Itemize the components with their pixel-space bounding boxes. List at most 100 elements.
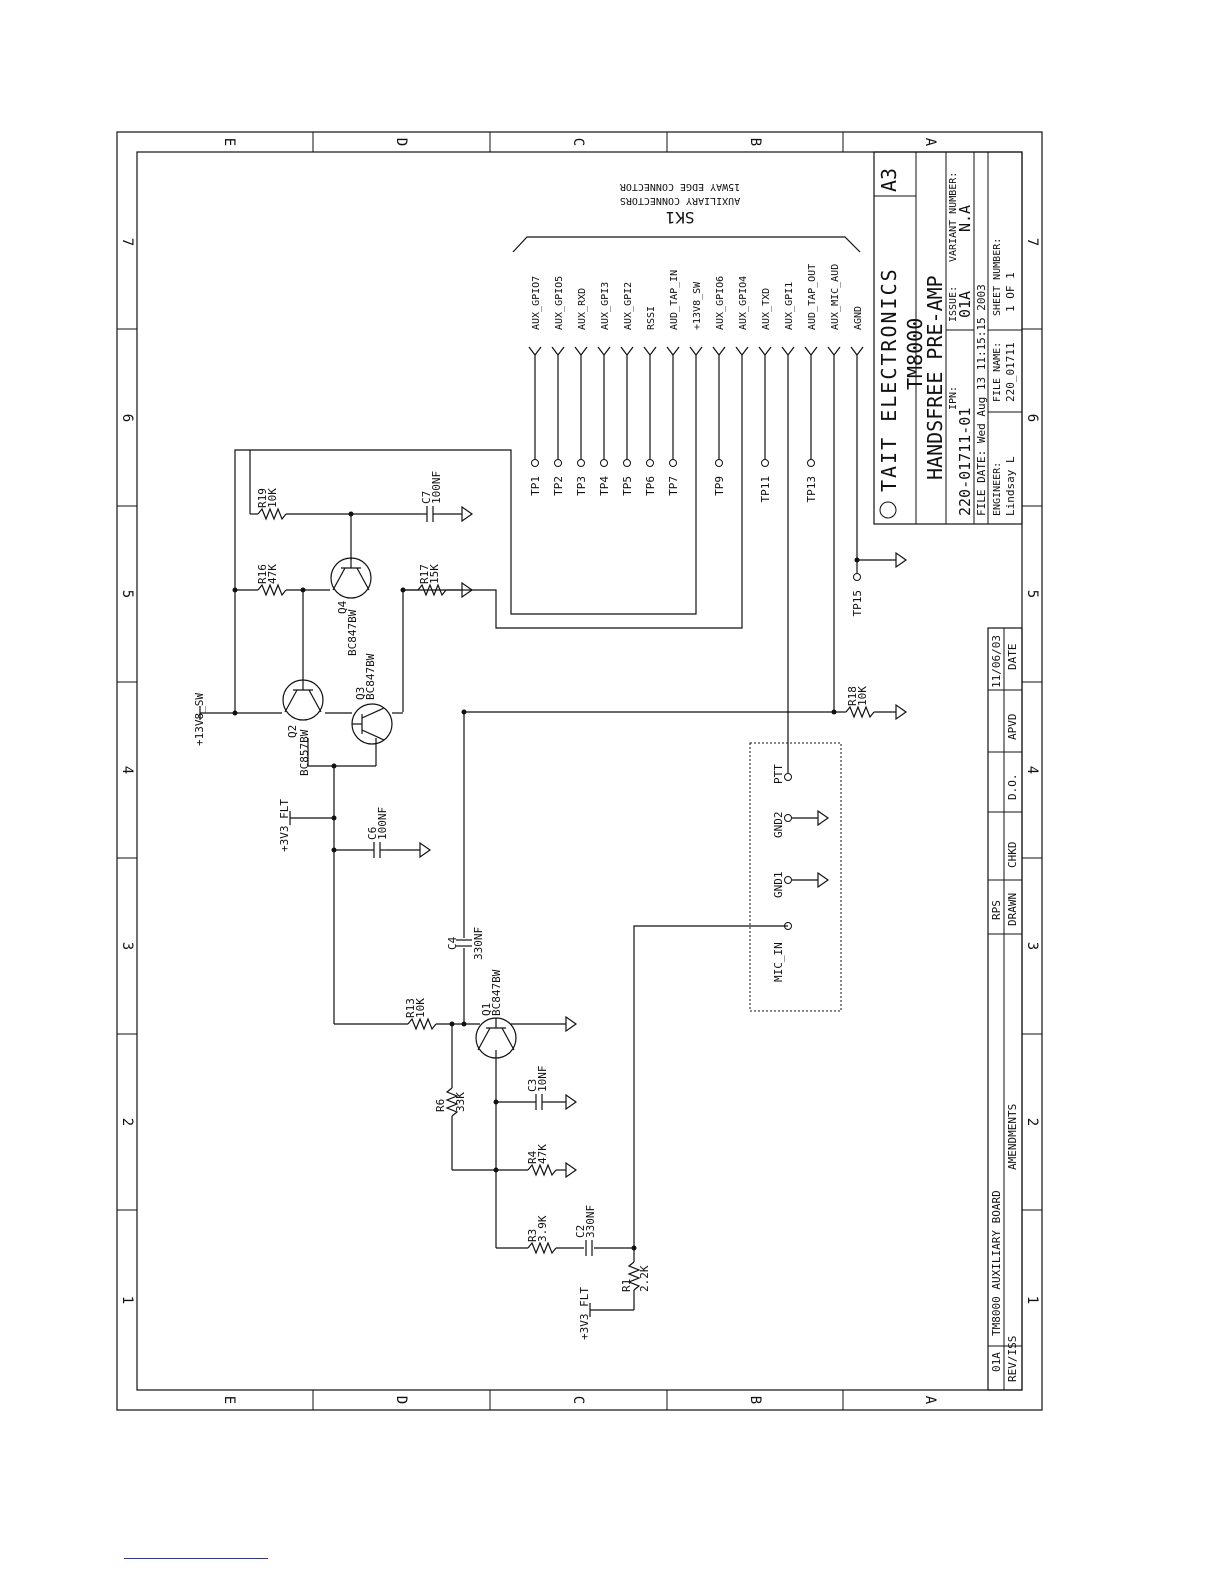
testpoint-label: TP15 — [851, 590, 864, 617]
capacitor-c6 — [368, 842, 386, 858]
resistors — [257, 507, 875, 1291]
drawn-label: DRAWN — [1006, 893, 1019, 926]
resistor-r17 — [417, 583, 447, 597]
val-c7: 100NF — [430, 471, 443, 504]
ref-r16: R16 — [256, 564, 269, 584]
rev-label: REV/ISS — [1006, 1336, 1019, 1382]
row-label-bottom: B — [747, 1396, 763, 1404]
val-r19: 10K — [266, 488, 279, 508]
testpoint-label: TP3 — [575, 476, 588, 496]
ground-icon — [419, 841, 432, 859]
resistor-r18 — [845, 705, 875, 719]
col-label-right: 4 — [1024, 766, 1040, 774]
col-label-right: 3 — [1024, 942, 1040, 950]
file-date: FILE DATE: Wed Aug 13 11:15:15 2003 — [975, 284, 988, 516]
ref-r3: R3 — [526, 1229, 539, 1242]
company-name: TAIT ELECTRONICS — [877, 267, 901, 492]
connector-pin-label: AUD_TAP_IN — [669, 270, 680, 330]
col-label-right: 5 — [1024, 590, 1040, 598]
row-label-bottom: D — [393, 1396, 409, 1404]
col-label-left: 1 — [119, 1296, 135, 1304]
resistor-r4 — [527, 1163, 557, 1177]
box-label-gnd1: GND1 — [772, 872, 785, 899]
connector-pin-arrow — [804, 346, 818, 356]
outer-frame — [116, 131, 1043, 1411]
do-label: D.O. — [1006, 774, 1019, 801]
ref-r4: R4 — [526, 1150, 539, 1164]
transistor-q2 — [282, 676, 324, 721]
val-c2: 330NF — [584, 1205, 597, 1238]
ground-icon — [565, 1015, 578, 1033]
resistor-r13 — [407, 1017, 437, 1031]
date-label: DATE — [1006, 644, 1019, 671]
transistor-q1 — [475, 1017, 517, 1059]
connector-pin-label: +13V8_SW — [692, 281, 703, 330]
ref-r17: R17 — [418, 564, 431, 584]
connector-desc: 15WAY EDGE CONNECTOR — [619, 181, 740, 192]
ref-c4: C4 — [446, 936, 459, 950]
ref-q1: Q1 — [480, 1003, 493, 1016]
connector-pin-arrow — [850, 346, 864, 356]
val-q3: BC847BW — [364, 653, 377, 700]
ground-icon — [817, 809, 830, 827]
box-label-ptt: PTT — [772, 764, 785, 784]
ground-icon — [565, 1161, 578, 1179]
ref-c2: C2 — [574, 1225, 587, 1238]
connector-pin-arrow — [712, 346, 726, 356]
val-r3: 3.9K — [536, 1215, 549, 1242]
net-label-13v8: +13V8_SW — [193, 693, 206, 746]
connector-pin-arrow — [735, 346, 749, 356]
val-q4: BC847BW — [346, 609, 359, 656]
resistor-r3 — [527, 1241, 557, 1255]
testpoint-label: TP11 — [759, 476, 772, 503]
connector-pin-arrow — [758, 346, 772, 356]
connector-pin-label: AUX_GPI1 — [784, 282, 795, 330]
resistor-r6 — [445, 1087, 459, 1117]
col-label-left: 7 — [119, 238, 135, 246]
ref-q3: Q3 — [354, 687, 367, 700]
col-label-right: 6 — [1024, 414, 1040, 422]
ground-icon — [817, 871, 830, 889]
date-value: 11/06/03 — [990, 635, 1003, 688]
connector-pin-label: AGND — [853, 306, 864, 330]
junctions — [232, 511, 860, 1251]
resistor-r16 — [257, 583, 287, 597]
row-label-top: E — [221, 138, 237, 146]
ref-r1: R1 — [620, 1279, 633, 1292]
sheet-size: A3 — [877, 168, 901, 192]
ref-q4: Q4 — [336, 600, 349, 614]
col-label-left: 4 — [119, 766, 135, 774]
capacitor-c4 — [456, 939, 472, 947]
connector-pin-arrow — [827, 346, 841, 356]
ref-r13: R13 — [404, 998, 417, 1018]
col-label-left: 3 — [119, 942, 135, 950]
col-label-left: 5 — [119, 590, 135, 598]
row-label-top: C — [570, 138, 586, 146]
testpoint-label: TP9 — [713, 476, 726, 496]
connector-pin-arrow — [597, 346, 611, 356]
val-r13: 10K — [414, 998, 427, 1018]
copyright-icon — [879, 501, 897, 519]
chkd-label: CHKD — [1006, 842, 1019, 869]
apvd-label: APVD — [1006, 714, 1019, 741]
issue-value: 01A — [956, 291, 974, 318]
component-labels: R19 10K C7 100NF R16 47K R17 15K Q4 BC84… — [256, 471, 869, 1292]
testpoint-label: TP7 — [667, 476, 680, 496]
connector-sk1: SK1 AUXILIARY CONNECTORS 15WAY EDGE CONN… — [512, 181, 864, 356]
ground-icon — [895, 703, 908, 721]
val-r16: 47K — [266, 564, 279, 584]
testpoint-label: TP13 — [805, 476, 818, 503]
val-r4: 47K — [536, 1144, 549, 1164]
engineer-value: Lindsay L — [1004, 456, 1017, 516]
box-label-gnd2: GND2 — [772, 812, 785, 839]
row-label-top: B — [747, 138, 763, 146]
testpoint-label: TP4 — [598, 476, 611, 496]
net-label-3v3: +3V3_FLT — [578, 1287, 591, 1340]
capacitors — [368, 506, 593, 1256]
connector-pin-arrow — [551, 346, 565, 356]
zone-ticks — [117, 132, 1042, 1410]
connector-pin-label: AUX_GPIO7 — [531, 276, 542, 330]
ground-symbols — [419, 505, 908, 1179]
amendments-label: AMENDMENTS — [1006, 1104, 1019, 1170]
